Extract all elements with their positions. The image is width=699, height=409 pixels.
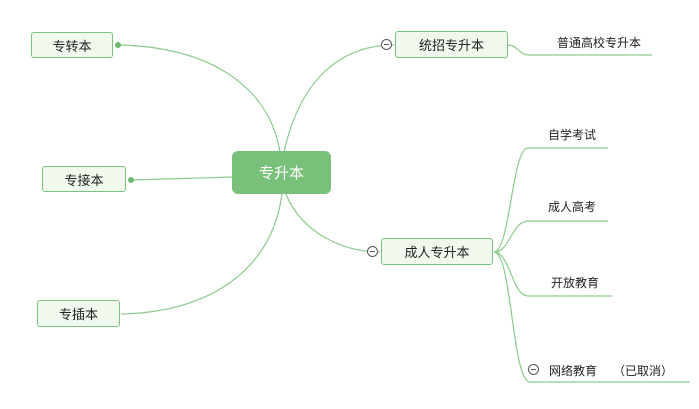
topic-zhuanzhuanben[interactable]: 专转本 xyxy=(31,32,113,58)
subtopic-kaifang[interactable]: 开放教育 xyxy=(551,276,600,290)
topic-label: 专插本 xyxy=(58,308,98,323)
topic-label: 专转本 xyxy=(52,39,92,55)
subtopic-chengrengaokao[interactable]: 成人高考 xyxy=(548,200,597,214)
link-central-chengren xyxy=(285,193,381,253)
collapse-toggle-icon[interactable] xyxy=(367,246,378,257)
subtopic-putong[interactable]: 普通高校专升本 xyxy=(557,36,642,50)
link-central-zhuanzhuanben xyxy=(117,44,281,153)
subtopic-wangluo-note: （已取消） xyxy=(613,364,674,378)
subtopic-wangluo[interactable]: 网络教育 xyxy=(549,364,598,378)
link-central-tongzhao xyxy=(283,44,395,153)
topic-label: 统招专升本 xyxy=(418,39,484,54)
topic-zhuanjieben[interactable]: 专接本 xyxy=(42,166,126,192)
link-chengren-wangluo xyxy=(493,251,690,383)
topic-label: 成人专升本 xyxy=(404,246,470,261)
central-topic-label: 专升本 xyxy=(258,164,304,182)
link-chengren-zixue xyxy=(493,147,608,253)
topic-zhuanchaben[interactable]: 专插本 xyxy=(37,300,120,327)
link-chengren-chengrengaokao xyxy=(493,220,608,253)
collapse-toggle-icon[interactable] xyxy=(528,364,539,375)
link-tongzhao-putong xyxy=(507,44,652,56)
central-topic[interactable]: 专升本 xyxy=(232,151,331,194)
link-central-zhuanjieben xyxy=(130,176,233,181)
topic-label: 专接本 xyxy=(64,173,104,189)
link-chengren-kaifang xyxy=(493,251,612,297)
link-central-zhuanchaben xyxy=(120,193,283,315)
topic-tongzhao[interactable]: 统招专升本 xyxy=(395,31,508,58)
connector-dot xyxy=(115,42,121,48)
collapse-toggle-icon[interactable] xyxy=(381,39,392,50)
subtopic-zixue[interactable]: 自学考试 xyxy=(548,128,597,142)
topic-chengren[interactable]: 成人专升本 xyxy=(381,238,493,265)
connector-dot xyxy=(128,177,134,183)
